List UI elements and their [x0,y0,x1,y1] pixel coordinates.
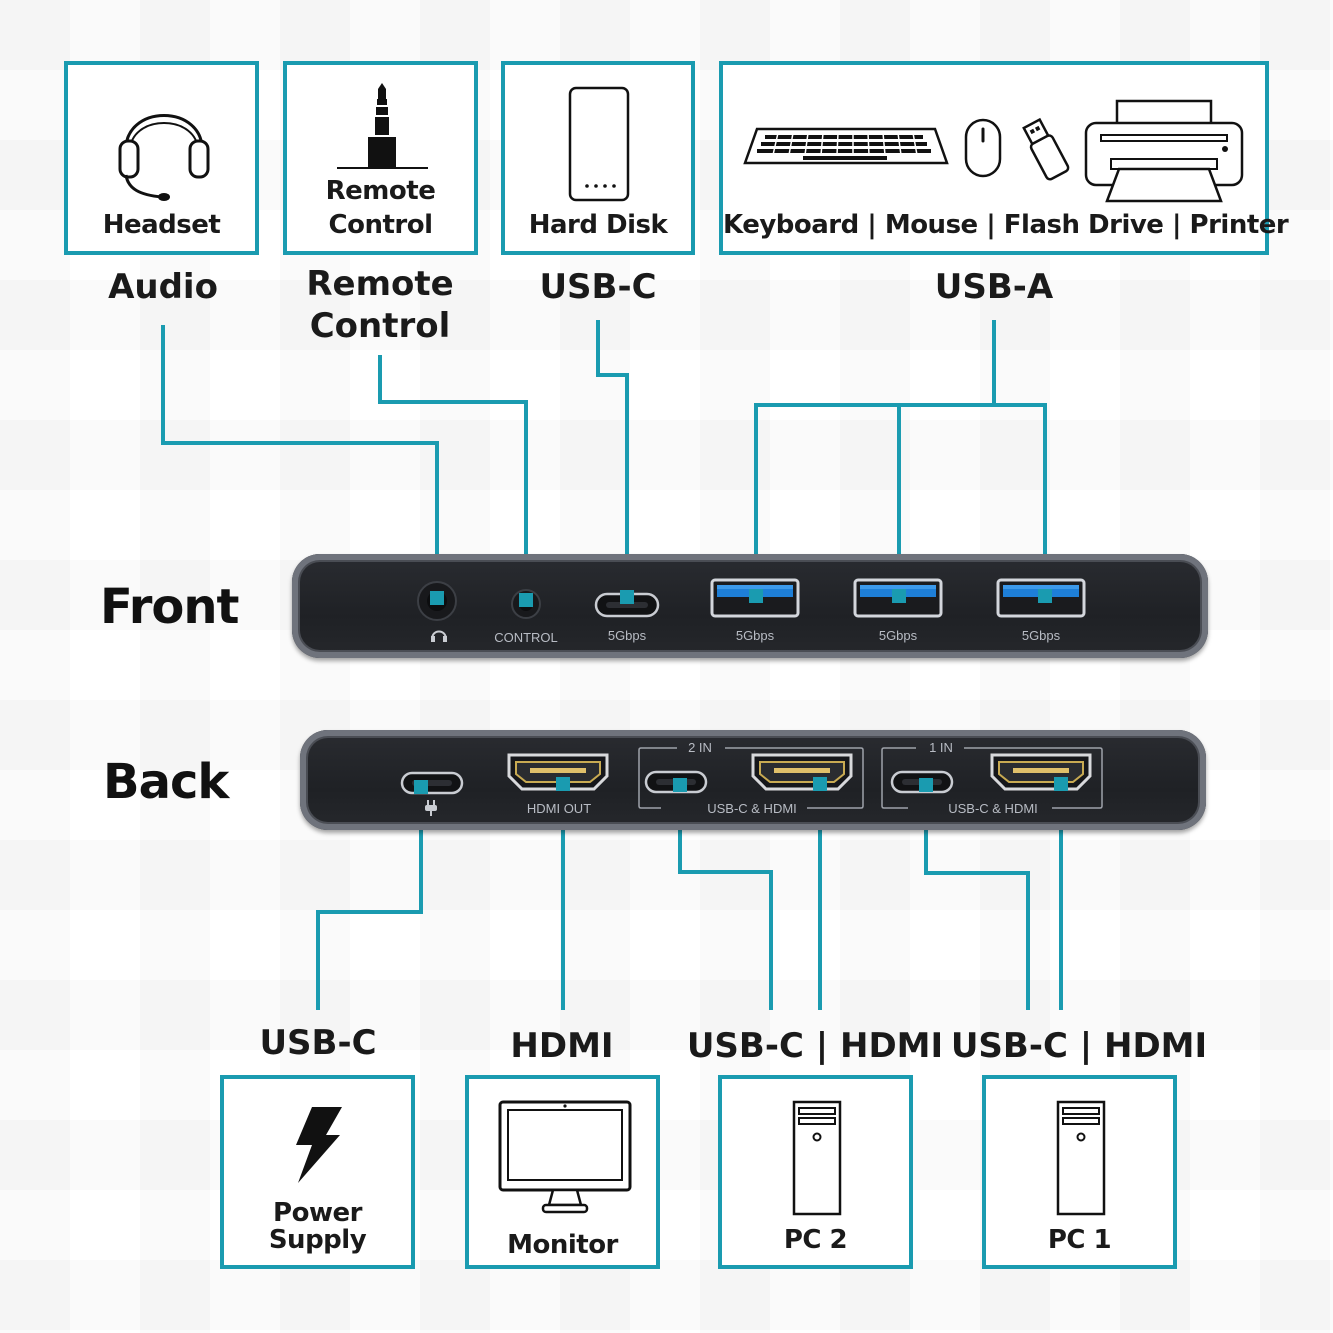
usba-1-caption: 5Gbps [735,628,775,643]
headset-label: Headset [102,210,221,240]
node-usba-1 [749,589,763,603]
input-1-group-frame [881,747,1103,809]
node-pc2-usbc [673,778,687,792]
remote-category-label-1: Remote [306,264,454,304]
monitor-icon [497,1099,633,1217]
input-2-hdmi-port [751,753,853,791]
pc2-box: PC 2 [718,1075,913,1269]
node-control [519,593,533,607]
usba-devices-label: Keyboard | Mouse | Flash Drive | Printer [723,210,1289,240]
flash-drive-icon [1015,117,1073,181]
input-2-title: 2 IN [688,740,712,755]
input-2-group-frame [638,747,864,809]
hard-disk-icon [567,85,631,203]
hdmi-category-label: HDMI [510,1026,614,1066]
node-audio [430,591,444,605]
usbc-top-category-label: USB-C [539,267,657,307]
usba-devices-box: Keyboard | Mouse | Flash Drive | Printer [719,61,1289,255]
headset-icon [118,83,210,203]
hdmi-out-caption: HDMI OUT [526,801,592,816]
front-label: Front [100,579,239,635]
audio-category-label: Audio [108,267,218,307]
remote-control-label-1: Remote [325,176,436,206]
node-usbc-front [620,590,634,604]
usbc-power-port [400,771,464,795]
monitor-box: Monitor [465,1075,660,1269]
pc1-category-label: USB-C | HDMI [950,1026,1208,1066]
keyboard-icon [743,127,949,169]
lightning-bolt-icon [290,1105,346,1185]
usba-3-caption: 5Gbps [1021,628,1061,643]
back-label: Back [103,754,229,810]
pc1-label: PC 1 [1047,1225,1112,1255]
pc2-category-label: USB-C | HDMI [686,1026,944,1066]
power-plug-icon [425,800,437,816]
pc2-label: PC 2 [783,1225,848,1255]
printer-icon [1083,99,1245,203]
remote-category-label-2: Control [309,306,451,346]
pc-tower-icon [791,1099,843,1217]
remote-control-label-2: Control [328,210,433,240]
node-hdmi-out [556,777,570,791]
node-pc1-usbc [919,778,933,792]
hard-disk-box: Hard Disk [501,61,695,255]
usba-category-label: USB-A [934,267,1054,307]
audio-jack-icon [335,79,430,171]
pc1-box: PC 1 [982,1075,1177,1269]
power-category-label: USB-C [259,1023,377,1063]
node-power [414,780,428,794]
node-pc2-hdmi [813,777,827,791]
control-port-caption: CONTROL [494,630,558,645]
remote-control-box: Remote Control [283,61,478,255]
hdmi-out-port [507,753,609,791]
usba-2-caption: 5Gbps [878,628,918,643]
input-1-subtitle: USB-C & HDMI [948,801,1038,816]
power-supply-label-2: Supply [268,1225,367,1255]
mouse-icon [963,117,1003,179]
power-supply-label-1: Power [273,1198,362,1228]
node-usba-2 [892,589,906,603]
power-supply-box: Power Supply [220,1075,415,1269]
input-2-subtitle: USB-C & HDMI [707,801,797,816]
headset-box: Headset [64,61,259,255]
node-usba-3 [1038,589,1052,603]
headphone-icon [431,630,447,642]
hard-disk-label: Hard Disk [528,210,668,240]
pc-tower-icon [1055,1099,1107,1217]
monitor-label: Monitor [507,1230,618,1260]
input-1-title: 1 IN [929,740,953,755]
node-pc1-hdmi [1054,777,1068,791]
input-1-hdmi-port [990,753,1092,791]
usbc-front-caption: 5Gbps [607,628,647,643]
